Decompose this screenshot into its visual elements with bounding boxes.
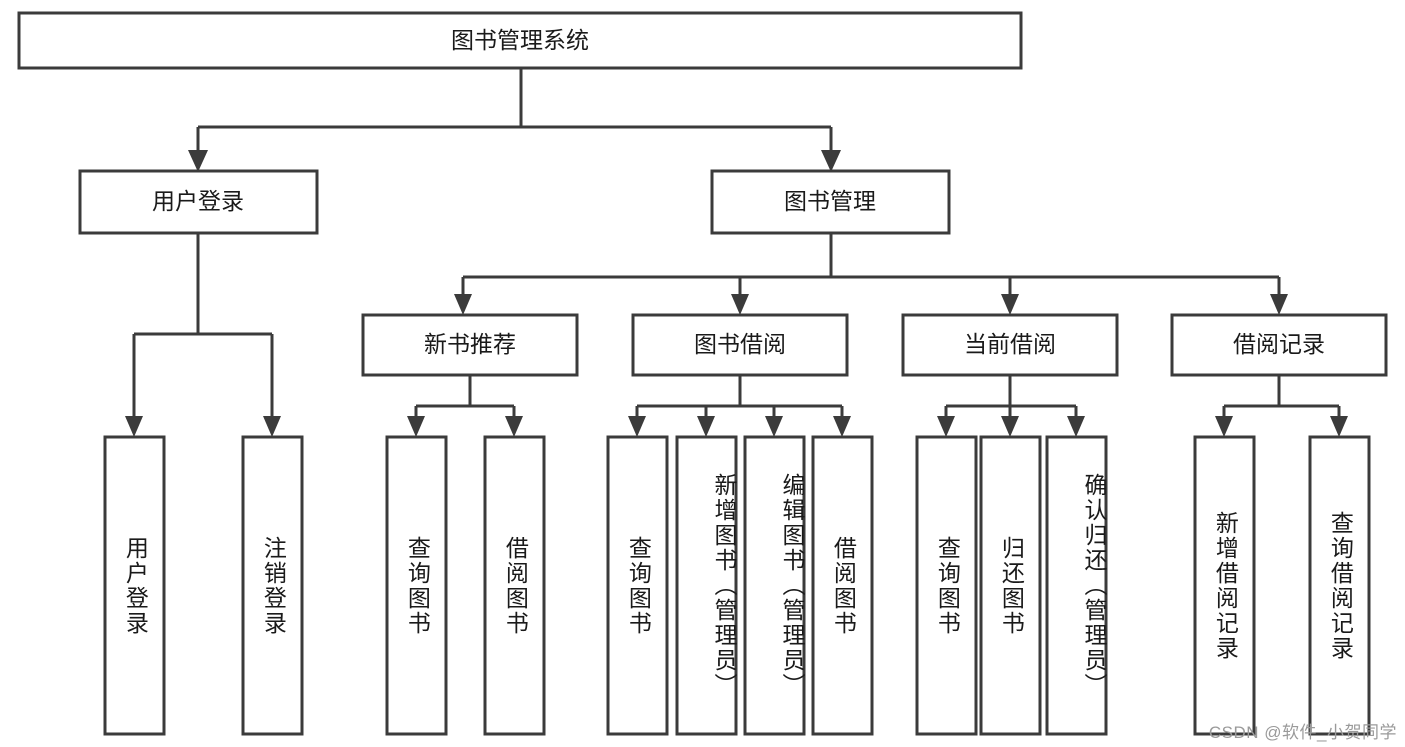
arrow-head-leaf-query-record	[1330, 416, 1348, 437]
node-root-label: 图书管理系统	[451, 27, 589, 53]
arrow-head-leaf-user-login	[125, 416, 143, 437]
node-leaf-user-login-label: 用户登录	[122, 535, 149, 636]
node-leaf-return-book-label: 归还图书	[998, 535, 1025, 636]
node-leaf-borrow-book-2-label: 借阅图书	[830, 535, 857, 636]
node-current-borrow-box[interactable]	[901, 313, 1119, 377]
node-leaf-return-book-box[interactable]	[979, 435, 1042, 736]
arrow-head-current-borrow	[1001, 294, 1019, 315]
node-leaf-add-book-label: 新增图书（管理员）	[711, 473, 737, 698]
arrow-head-borrow-record	[1270, 294, 1288, 315]
node-new-book-rec-label: 新书推荐	[424, 331, 516, 357]
node-leaf-logout-label: 注销登录	[260, 535, 287, 636]
arrow-head-leaf-borrow-book-1	[505, 416, 523, 437]
node-leaf-confirm-return-label: 确认归还（管理员）	[1081, 473, 1107, 698]
node-leaf-edit-book-label: 编辑图书（管理员）	[779, 473, 805, 698]
node-book-manage-box[interactable]	[710, 169, 951, 235]
node-root[interactable]: 图书管理系统	[17, 11, 1023, 70]
node-book-borrow-label: 图书借阅	[694, 331, 786, 357]
node-current-borrow[interactable]: 当前借阅	[901, 313, 1119, 377]
node-new-book-rec[interactable]: 新书推荐	[361, 313, 579, 377]
node-leaf-logout-box[interactable]	[241, 435, 304, 736]
arrow-head-leaf-query-book-2	[628, 416, 646, 437]
arrow-head-leaf-add-book	[697, 416, 715, 437]
node-leaf-edit-book-box[interactable]	[743, 435, 806, 736]
node-leaf-borrow-book-2-box[interactable]	[811, 435, 874, 736]
connectors-layer	[125, 68, 1348, 437]
arrow-head-leaf-add-record	[1215, 416, 1233, 437]
node-leaf-add-record-label: 新增借阅记录	[1212, 510, 1239, 661]
arrow-head-leaf-query-book-3	[937, 416, 955, 437]
node-borrow-record[interactable]: 借阅记录	[1170, 313, 1388, 377]
node-user-login-box[interactable]	[78, 169, 319, 235]
node-leaf-borrow-book-1-label: 借阅图书	[502, 535, 529, 636]
node-leaf-query-record-label: 查询借阅记录	[1327, 510, 1354, 661]
node-new-book-rec-box[interactable]	[361, 313, 579, 377]
arrow-head-book-borrow	[731, 294, 749, 315]
node-leaf-confirm-return-box[interactable]	[1045, 435, 1108, 736]
node-leaf-query-book-1-box[interactable]	[385, 435, 448, 736]
node-borrow-record-box[interactable]	[1170, 313, 1388, 377]
node-leaf-add-record-box[interactable]	[1193, 435, 1256, 736]
arrow-head-leaf-borrow-book-2	[833, 416, 851, 437]
node-leaf-borrow-book-1-box[interactable]	[483, 435, 546, 736]
arrow-head-leaf-edit-book	[765, 416, 783, 437]
arrow-head-book-manage	[821, 150, 841, 172]
node-leaf-query-book-3-box[interactable]	[915, 435, 978, 736]
arrow-head-leaf-return-book	[1001, 416, 1019, 437]
node-leaf-query-book-2-label: 查询图书	[625, 535, 652, 636]
arrow-head-new-book-rec	[454, 294, 472, 315]
node-book-manage[interactable]: 图书管理	[710, 169, 951, 235]
node-book-borrow-box[interactable]	[631, 313, 849, 377]
node-leaf-query-book-3-label: 查询图书	[934, 535, 961, 636]
arrow-head-leaf-logout	[263, 416, 281, 437]
node-borrow-record-label: 借阅记录	[1233, 331, 1325, 357]
node-book-borrow[interactable]: 图书借阅	[631, 313, 849, 377]
node-book-manage-label: 图书管理	[784, 188, 876, 214]
node-leaf-add-book-box[interactable]	[675, 435, 738, 736]
node-root-box[interactable]	[17, 11, 1023, 70]
node-leaf-query-book-2-box[interactable]	[606, 435, 669, 736]
node-current-borrow-label: 当前借阅	[964, 331, 1056, 357]
node-leaf-query-record-box[interactable]	[1308, 435, 1371, 736]
node-leaf-query-book-1-label: 查询图书	[404, 535, 431, 636]
watermark: CSDN @软件_小贺同学	[1208, 723, 1397, 742]
node-user-login[interactable]: 用户登录	[78, 169, 319, 235]
node-user-login-label: 用户登录	[152, 188, 244, 214]
arrow-head-leaf-confirm-return	[1067, 416, 1085, 437]
arrow-head-leaf-query-book-1	[407, 416, 425, 437]
node-leaf-user-login-box[interactable]	[103, 435, 166, 736]
nodes-layer: 图书管理系统 用户登录 图书管理 新书推荐 图书借阅 当前	[17, 11, 1388, 736]
arrow-head-user-login	[188, 150, 208, 172]
